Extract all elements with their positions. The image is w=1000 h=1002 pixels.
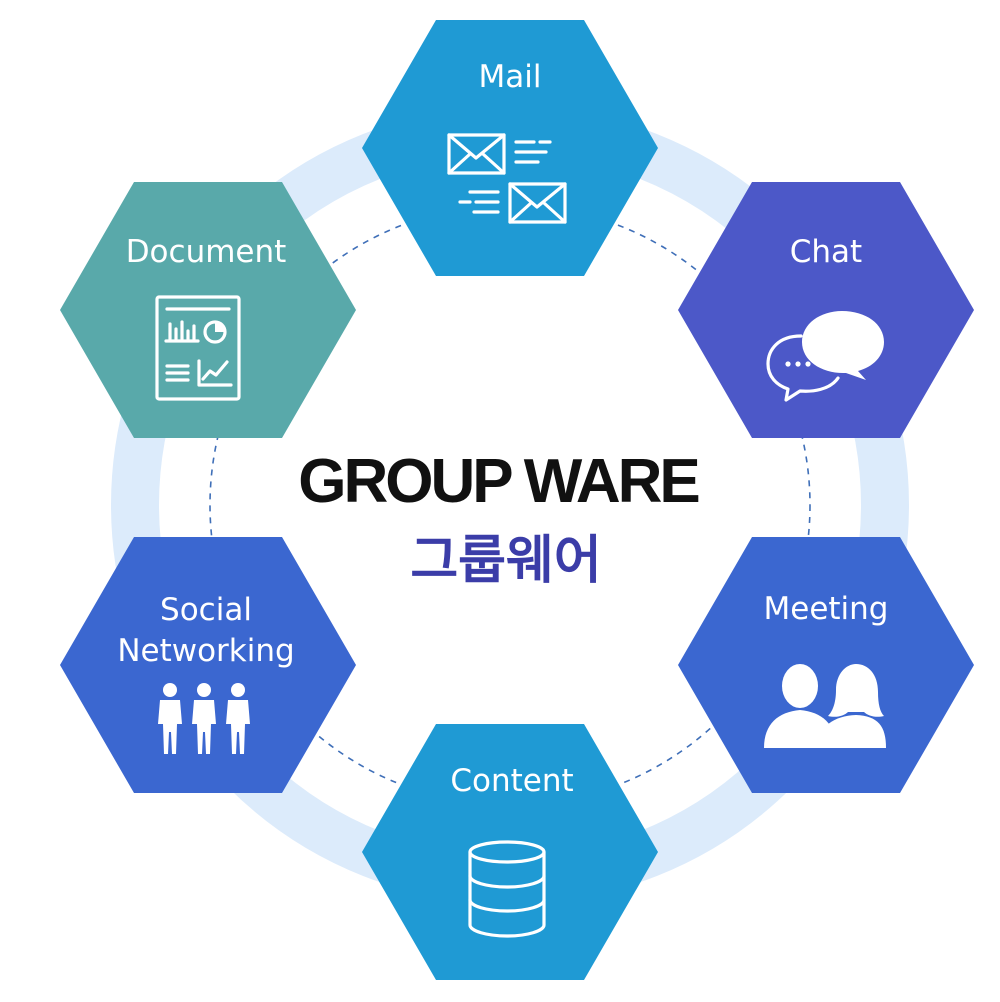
node-content[interactable]: Content — [362, 724, 658, 980]
chat-bubbles-icon — [766, 311, 884, 402]
center-subtitle: 그룹웨어 — [410, 531, 601, 591]
node-chat[interactable]: Chat — [678, 182, 974, 438]
node-mail[interactable]: Mail — [362, 20, 658, 276]
node-label-mail: Mail — [479, 59, 542, 95]
node-label-social-line1: Social — [160, 592, 252, 628]
node-label-social-line2: Networking — [117, 633, 294, 669]
mail-icon — [447, 133, 567, 224]
hexagon-content — [362, 724, 658, 980]
node-document[interactable]: Document — [60, 182, 356, 438]
report-document-icon — [155, 295, 241, 401]
node-social-networking[interactable]: Social Networking — [60, 537, 356, 793]
center-title: GROUP WARE — [298, 447, 698, 516]
node-label-meeting: Meeting — [764, 591, 889, 627]
people-pair-icon — [764, 664, 886, 748]
hexagon-social — [60, 537, 356, 793]
database-icon — [468, 840, 546, 938]
node-label-content: Content — [450, 763, 573, 799]
node-label-document: Document — [126, 234, 287, 270]
node-label-chat: Chat — [790, 234, 862, 270]
node-meeting[interactable]: Meeting — [678, 537, 974, 793]
hexagon-chat — [678, 182, 974, 438]
people-group-icon — [158, 683, 250, 754]
hexagon-mail — [362, 20, 658, 276]
hexagon-meeting — [678, 537, 974, 793]
